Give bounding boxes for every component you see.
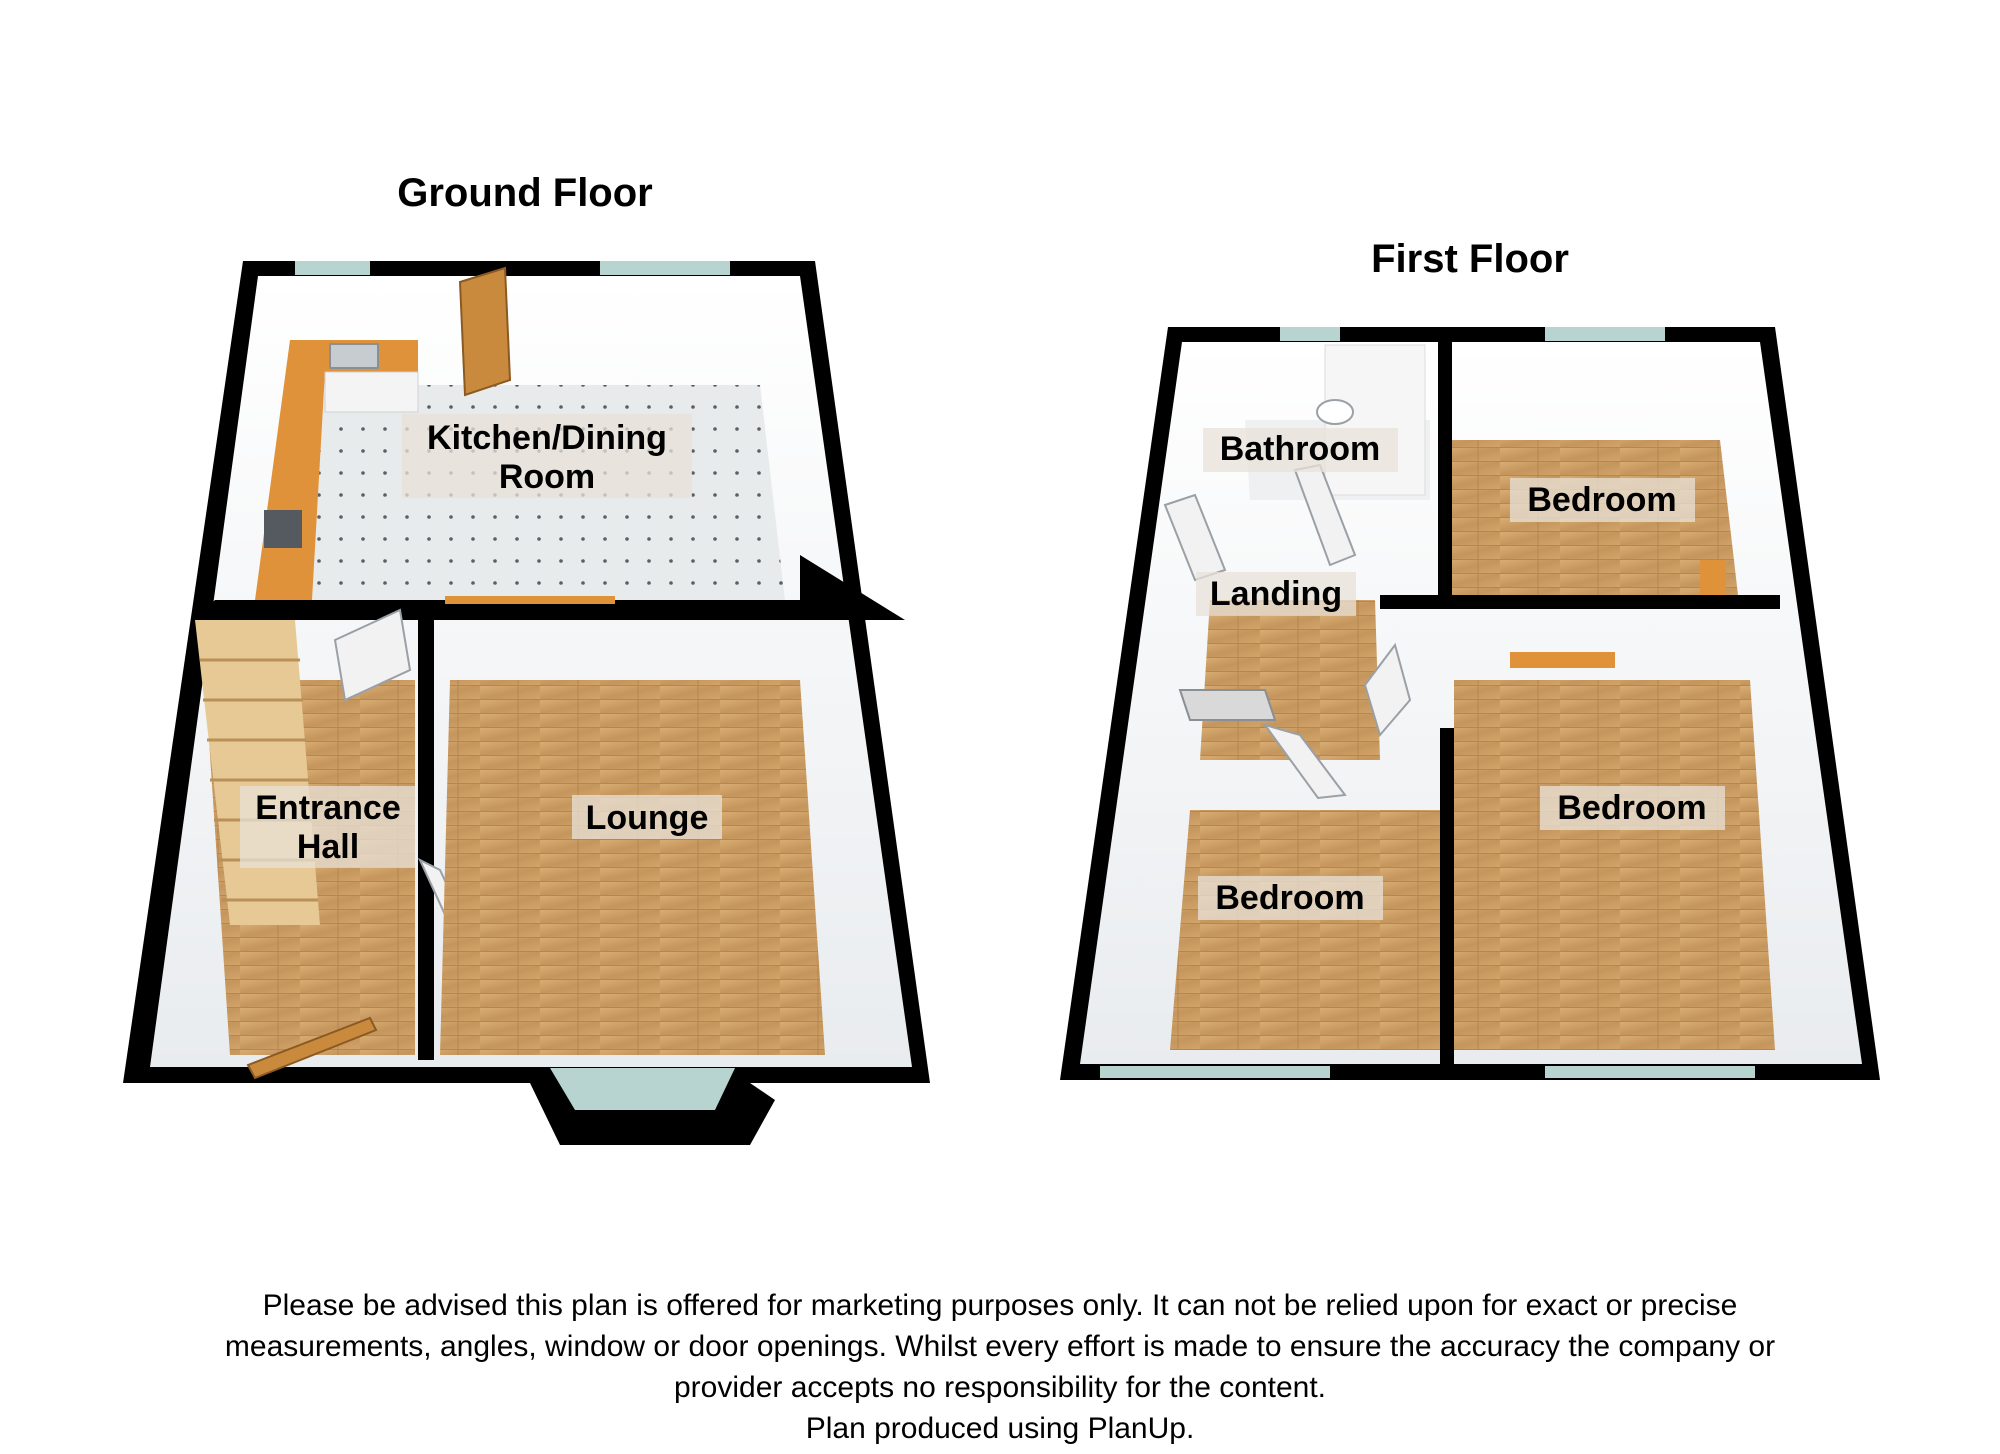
label-bg-landing	[1196, 572, 1356, 616]
divider-arrow	[800, 555, 905, 620]
bathroom-bedroom-wall	[1438, 335, 1452, 595]
label-bg-entrance-hall	[240, 786, 415, 868]
landing-door-4	[1262, 723, 1347, 800]
lounge-bay-window	[550, 1068, 735, 1110]
floor-title-first: First Floor	[1371, 237, 1569, 281]
room-label-lounge: Lounge	[586, 799, 709, 837]
kitchen-window-right	[600, 261, 730, 275]
room-label-kitchen-line2: Room	[499, 458, 595, 496]
room-label-bedroom-right: Bedroom	[1557, 789, 1706, 827]
bedroom-fireplace	[1510, 652, 1615, 668]
hall-kitchen-door	[333, 608, 412, 702]
bedroom-bottom-right-window	[1545, 1066, 1755, 1078]
room-label-bedroom-top-right: Bedroom	[1527, 481, 1676, 519]
label-bg-kitchen	[402, 414, 692, 498]
bedroom-top-right-wardrobe	[1700, 560, 1726, 596]
bedroom-bottom-left-window	[1100, 1066, 1330, 1078]
bathroom-basin	[1316, 399, 1354, 425]
room-label-kitchen-line1: Kitchen/Dining	[427, 419, 667, 457]
ground-floor-plan	[123, 261, 930, 1145]
room-label-landing: Landing	[1210, 575, 1342, 613]
landing-door-3	[1363, 642, 1412, 738]
room-label-entrance-hall-line1: Entrance	[255, 789, 401, 827]
room-label-bedroom-left: Bedroom	[1215, 879, 1364, 917]
disclaimer: Please be advised this plan is offered f…	[40, 1285, 1960, 1449]
disclaimer-line: measurements, angles, window or door ope…	[224, 1330, 1776, 1363]
kitchen-breakfast-bar	[445, 596, 615, 604]
label-bg-lounge	[572, 795, 722, 839]
kitchen-window-left	[295, 261, 370, 275]
bedroom-bottom-right-floor	[1454, 680, 1775, 1050]
disclaimer-line: provider accepts no responsibility for t…	[673, 1371, 1327, 1404]
bedroom-top-right-window	[1545, 327, 1665, 341]
label-bg-bedroom-top-right	[1510, 478, 1695, 522]
disclaimer-line: Please be advised this plan is offered f…	[262, 1289, 1738, 1322]
first-floor-divider	[1380, 595, 1780, 609]
disclaimer-line: Plan produced using PlanUp.	[805, 1412, 1195, 1445]
label-bg-bathroom	[1203, 428, 1398, 472]
landing-banister	[1178, 689, 1277, 721]
label-bg-bedroom-right	[1540, 786, 1725, 830]
bathroom-window	[1280, 327, 1340, 341]
ground-floor-divider-wall	[195, 600, 905, 620]
kitchen-hob	[264, 510, 302, 548]
hall-lounge-wall	[418, 620, 434, 1060]
kitchen-cabinets	[324, 371, 419, 413]
first-floor-plan	[1060, 327, 1880, 1080]
room-label-bathroom: Bathroom	[1220, 430, 1381, 468]
bedroom-bottom-left-floor	[1170, 810, 1440, 1050]
room-label-entrance-hall-line2: Hall	[297, 828, 359, 866]
floor-title-ground: Ground Floor	[397, 171, 653, 215]
kitchen-back-door	[458, 266, 512, 397]
front-door	[246, 1016, 378, 1080]
bedroom-divider-wall	[1440, 728, 1454, 1078]
label-bg-bedroom-left	[1198, 876, 1383, 920]
landing-door-1	[1163, 493, 1227, 582]
kitchen-sink	[329, 343, 379, 369]
lounge-floor	[440, 680, 825, 1055]
